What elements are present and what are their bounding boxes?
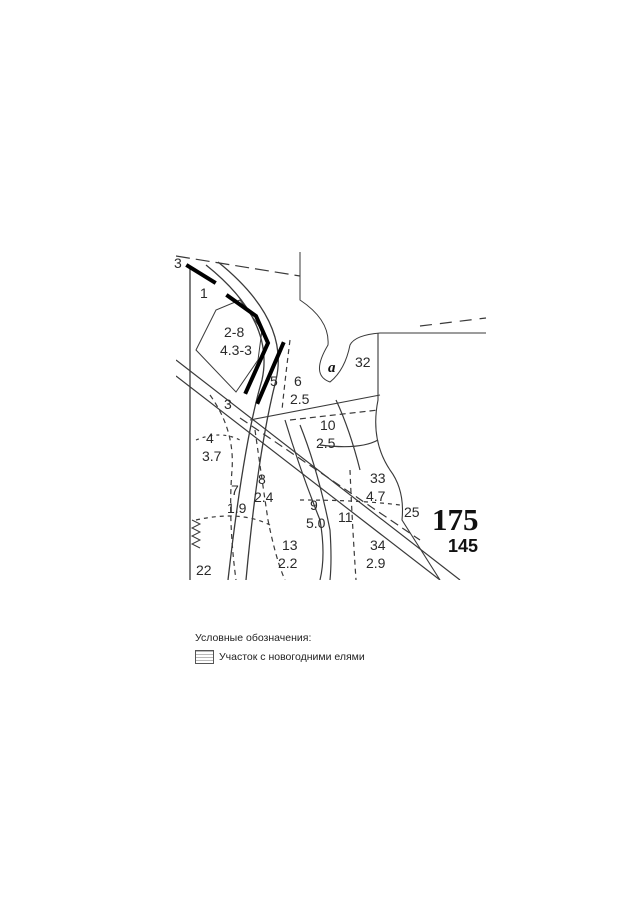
- parcel-number-label: 2-8: [224, 324, 244, 340]
- legend-item-label: Участок с новогодними елями: [219, 651, 365, 663]
- parcel-area-label: 1.9: [227, 500, 247, 516]
- parcel-number-label: 1: [200, 285, 208, 301]
- marker-letter: a: [328, 360, 336, 376]
- parcel-area-label: 3.7: [202, 448, 222, 464]
- parcel-area-label: 2.5: [290, 391, 310, 407]
- parcel-number-label: 22: [196, 562, 212, 578]
- parcel-number-label: 34: [370, 537, 386, 553]
- parcel-area-label: 5.0: [306, 515, 326, 531]
- parcel-area-label: 2.4: [254, 489, 274, 505]
- parcel-number-label: 32: [355, 354, 371, 370]
- parcel-number-label: 33: [370, 470, 386, 486]
- legend-item: Участок с новогодними елями: [195, 650, 365, 664]
- map-legend: Условные обозначения: Участок с новогодн…: [195, 632, 365, 664]
- parcel-number-label: 8: [258, 471, 266, 487]
- parcel-number-label: 7: [231, 482, 239, 498]
- parcel-number-label: 3: [174, 255, 182, 271]
- parcel-number-label: 6: [294, 373, 302, 389]
- parcel-number-label: 13: [282, 537, 298, 553]
- parcel-area-label: 2.5: [316, 435, 336, 451]
- parcel-area-label: 2.2: [278, 555, 298, 571]
- parcel-number-label: 10: [320, 417, 336, 433]
- parcel-number-label: 3: [224, 396, 232, 412]
- parcel-area-label: 4.7: [366, 488, 386, 504]
- sheet-sub-number: 145: [448, 536, 478, 556]
- legend-title: Условные обозначения:: [195, 632, 312, 644]
- parcel-number-label: 5: [270, 373, 278, 389]
- christmas-tree-plot-swatch: [195, 650, 214, 664]
- parcel-number-label: 11: [338, 509, 353, 525]
- parcel-number-label: 25: [404, 504, 420, 520]
- parcel-number-label: 4: [206, 430, 214, 446]
- parcel-area-label: 2.9: [366, 555, 386, 571]
- sheet-number: 175: [432, 502, 479, 537]
- parcel-area-label: 4.3-3: [220, 342, 252, 358]
- parcel-number-label: 9: [310, 497, 318, 513]
